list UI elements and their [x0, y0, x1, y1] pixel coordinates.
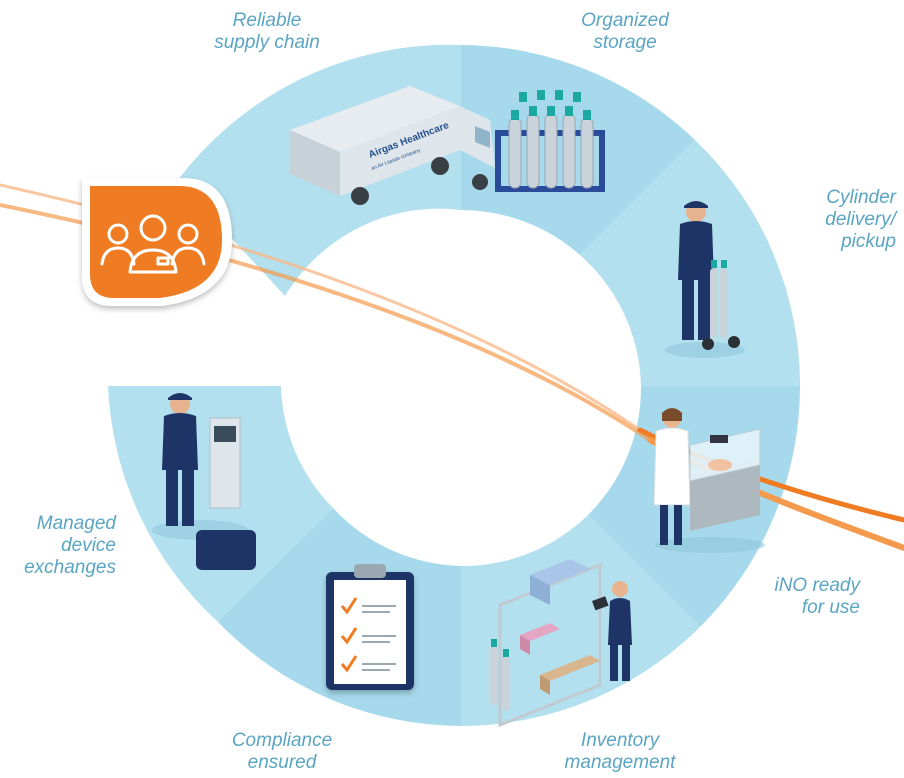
- technician-device-illustration: [152, 393, 256, 570]
- label-delivery: Cylinder delivery/ pickup: [825, 187, 896, 252]
- label-storage: Organized storage: [581, 10, 669, 53]
- label-device-exchanges: Managed device exchanges: [24, 513, 116, 578]
- inventory-illustration: [490, 559, 632, 728]
- delivery-person-illustration: [665, 201, 745, 358]
- ring: [108, 44, 801, 726]
- storage-rack-illustration: [495, 90, 605, 192]
- truck-illustration: Airgas Healthcare an Air Liquide company: [290, 86, 495, 205]
- team-people-icon: [100, 214, 206, 274]
- segment-inventory: [461, 515, 700, 726]
- nurse-incubator-illustration: [653, 408, 765, 553]
- clipboard-illustration: [326, 564, 414, 690]
- label-compliance: Compliance ensured: [231, 730, 333, 773]
- label-supply-chain: Reliable supply chain: [214, 10, 320, 53]
- label-inventory: Inventory management: [564, 730, 676, 773]
- checkmark-icon: [340, 597, 358, 673]
- team-badge: [82, 178, 232, 306]
- label-ino-ready: iNO ready for use: [774, 575, 860, 618]
